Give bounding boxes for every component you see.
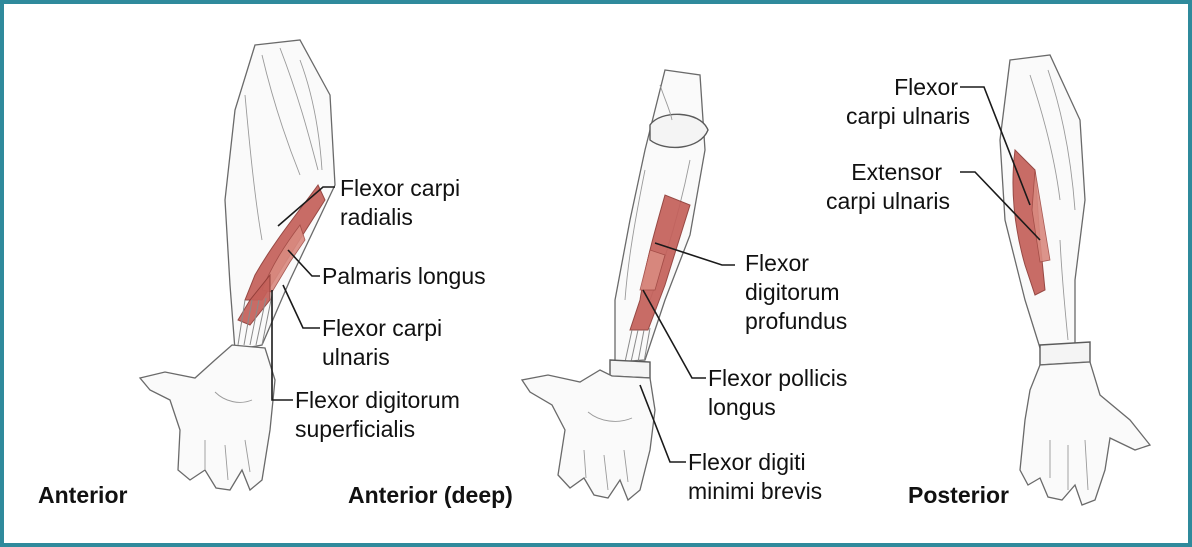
label-line: Flexor pollicis xyxy=(708,364,847,393)
label-line: Flexor xyxy=(850,73,970,102)
label-line: Palmaris longus xyxy=(322,262,486,291)
label-extensor-carpi-ulnaris: Extensor carpi ulnaris xyxy=(800,158,950,216)
label-flexor-pollicis-longus: Flexor pollicis longus xyxy=(708,364,847,422)
label-flexor-digiti-minimi-brevis: Flexor digiti minimi brevis xyxy=(688,448,822,506)
label-line: longus xyxy=(708,393,847,422)
label-palmaris-longus: Palmaris longus xyxy=(322,262,486,291)
label-line: Flexor carpi xyxy=(322,314,442,343)
label-line: Flexor digiti xyxy=(688,448,822,477)
label-line: Flexor digitorum xyxy=(295,386,460,415)
label-flexor-digitorum-superficialis: Flexor digitorum superficialis xyxy=(295,386,460,444)
label-flexor-digitorum-profundus: Flexor digitorum profundus xyxy=(745,249,847,336)
caption-anterior-deep: Anterior (deep) xyxy=(348,482,513,509)
label-line: radialis xyxy=(340,203,460,232)
label-line: carpi ulnaris xyxy=(800,187,950,216)
label-line: Flexor xyxy=(745,249,847,278)
label-flexor-carpi-ulnaris-anterior: Flexor carpi ulnaris xyxy=(322,314,442,372)
label-line: ulnaris xyxy=(322,343,442,372)
label-line: Extensor xyxy=(800,158,950,187)
label-line: profundus xyxy=(745,307,847,336)
label-line: digitorum xyxy=(745,278,847,307)
label-line: minimi brevis xyxy=(688,477,822,506)
label-flexor-carpi-ulnaris-posterior: Flexor carpi ulnaris xyxy=(850,73,970,131)
caption-anterior: Anterior xyxy=(38,482,127,509)
label-line: Flexor carpi xyxy=(340,174,460,203)
caption-posterior: Posterior xyxy=(908,482,1009,509)
posterior-forearm-drawing xyxy=(1000,55,1150,505)
label-flexor-carpi-radialis: Flexor carpi radialis xyxy=(340,174,460,232)
label-line: superficialis xyxy=(295,415,460,444)
anterior-deep-forearm-drawing xyxy=(522,70,708,500)
label-line: carpi ulnaris xyxy=(820,102,970,131)
